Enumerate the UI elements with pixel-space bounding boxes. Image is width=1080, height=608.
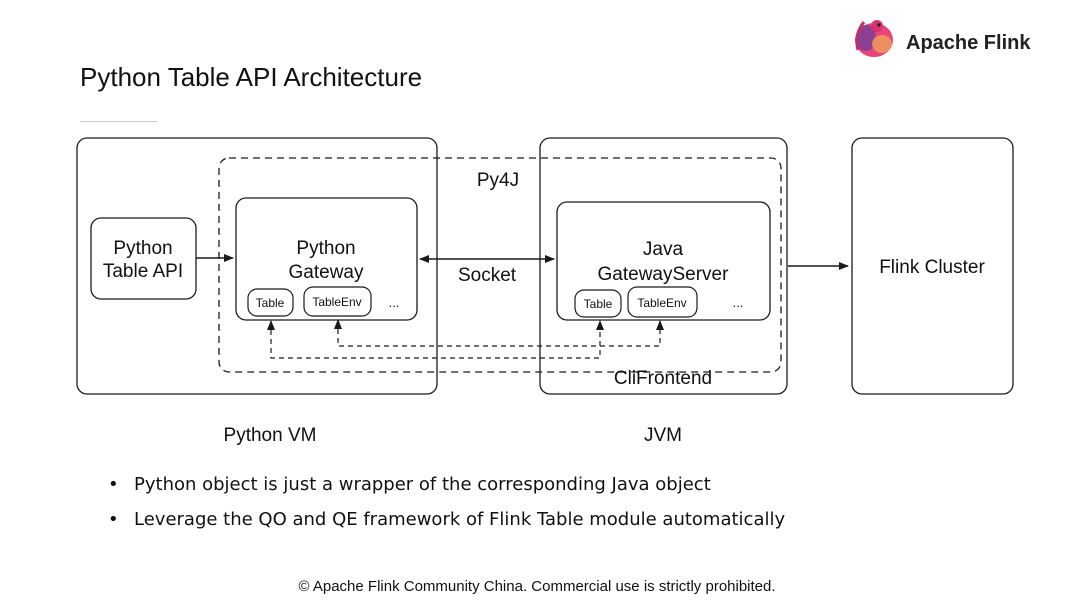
python-gateway-ellipsis: ... <box>389 295 400 310</box>
bullet-dot-icon: • <box>108 509 119 530</box>
python-tableenv-pill-label: TableEnv <box>312 295 361 309</box>
apache-flink-logo <box>855 20 893 57</box>
table-proxy-link <box>267 320 604 359</box>
tableenv-proxy-link <box>334 319 664 347</box>
bullet-item: • Python object is just a wrapper of the… <box>108 472 785 507</box>
python-tableenv-pill <box>303 286 372 317</box>
python-gateway-label-line1: Python <box>296 238 355 259</box>
bullet-text: Python object is just a wrapper of the c… <box>134 474 711 495</box>
flink-cluster-label: Flink Cluster <box>879 257 985 278</box>
brand-name: Apache Flink <box>906 32 1031 54</box>
python-gateway-label-line2: Gateway <box>289 262 364 283</box>
flink-squirrel-icon <box>855 20 893 57</box>
java-gateway-label-line1: Java <box>643 239 684 260</box>
bullet-list: • Python object is just a wrapper of the… <box>108 472 785 542</box>
java-table-pill-label: Table <box>584 297 613 311</box>
java-tableenv-pill <box>627 286 698 318</box>
clifrontend-label: CliFrontend <box>614 368 712 389</box>
python-vm-box <box>76 137 438 395</box>
java-gateway-ellipsis: ... <box>733 295 744 310</box>
python-table-pill-label: Table <box>256 296 285 310</box>
copyright-footer: © Apache Flink Community China. Commerci… <box>298 578 776 595</box>
py4j-region <box>218 157 782 373</box>
java-gateway-label-line2: GatewayServer <box>598 264 730 285</box>
jvm-label: JVM <box>644 425 682 446</box>
py4j-label: Py4J <box>477 170 519 191</box>
java-table-pill <box>574 289 622 318</box>
flink-cluster-box <box>851 137 1014 395</box>
java-tableenv-pill-label: TableEnv <box>637 296 686 310</box>
title-underline <box>80 121 157 122</box>
python-vm-label: Python VM <box>224 425 317 446</box>
jvm-box <box>539 137 788 395</box>
python-table-api-label-line2: Table API <box>103 261 183 282</box>
python-table-api-label-line1: Python <box>113 238 172 259</box>
slide-title: Python Table API Architecture <box>80 62 423 92</box>
bullet-item: • Leverage the QO and QE framework of Fl… <box>108 507 785 542</box>
bullet-text: Leverage the QO and QE framework of Flin… <box>134 509 786 530</box>
bullet-dot-icon: • <box>108 474 119 495</box>
python-table-pill <box>247 288 294 317</box>
socket-label: Socket <box>458 265 517 286</box>
